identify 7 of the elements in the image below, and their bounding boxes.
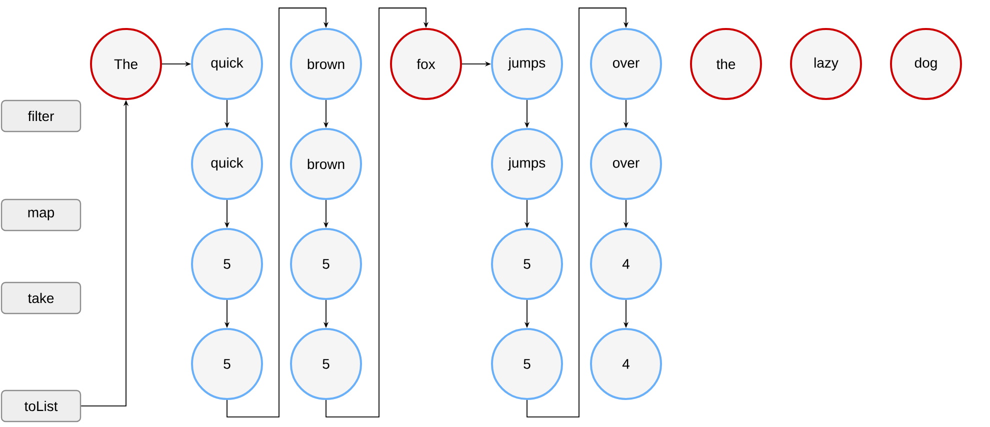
operation-button: take (0, 282, 82, 314)
operation-button: filter (0, 100, 82, 132)
operation-button: toList (0, 390, 82, 422)
arrow (526, 8, 629, 418)
arrow (326, 8, 429, 418)
arrow (226, 8, 329, 418)
operation-button: map (0, 198, 82, 232)
